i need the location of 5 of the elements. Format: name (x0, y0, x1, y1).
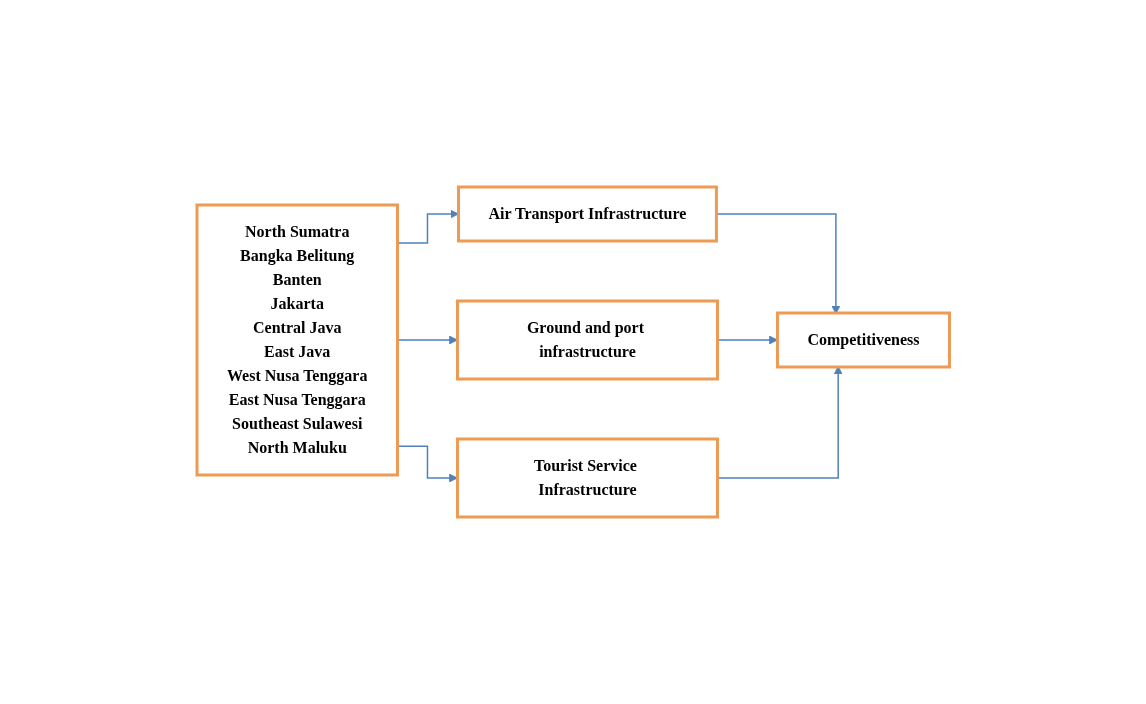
node-box: Ground and port infrastructure (455, 299, 719, 381)
node-box: North Sumatra Bangka Belitung Banten Jakarta Central Java East Java West Nusa Tenggara East Nusa Tenggara Southeast Sulawesi North Maluku (195, 203, 399, 477)
node-box: Tourist Service Infrastructure (455, 437, 719, 519)
node-box: Air Transport Infrastructure (456, 185, 718, 243)
node-box: Competitiveness (775, 311, 951, 369)
